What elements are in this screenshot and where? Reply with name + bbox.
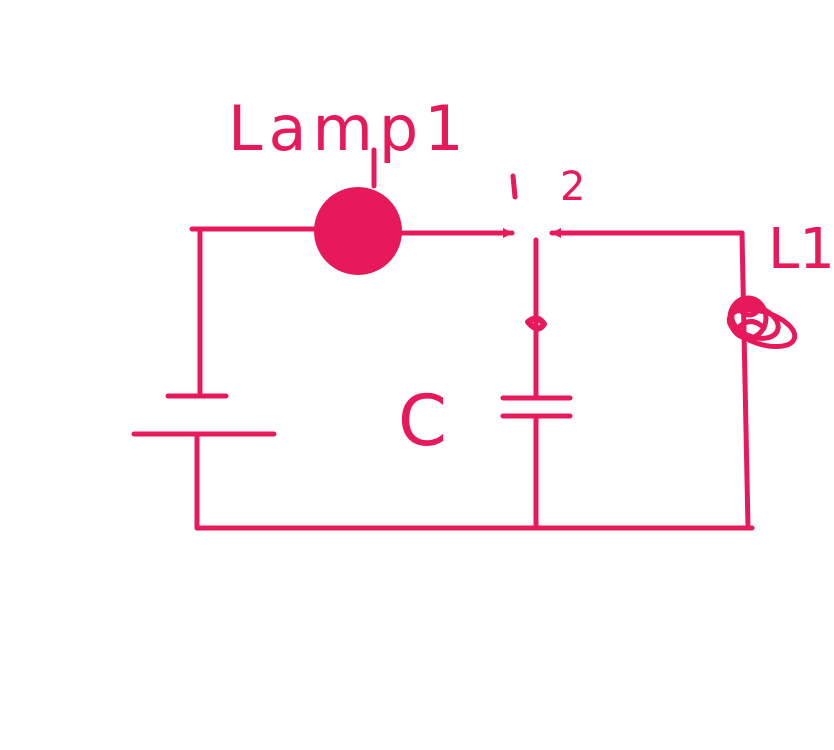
switch-label-2: 2 (560, 164, 585, 210)
wire-right-vertical (739, 230, 751, 531)
inductor-coil (726, 295, 798, 349)
capacitor-label: C (398, 380, 447, 462)
inductor-label: L1 (768, 217, 834, 282)
switch-contact-1 (510, 173, 518, 200)
lamp-bulb (314, 187, 402, 275)
lamp-label: Lamp1 (228, 92, 470, 165)
capacitor-branch-mark (525, 315, 547, 332)
